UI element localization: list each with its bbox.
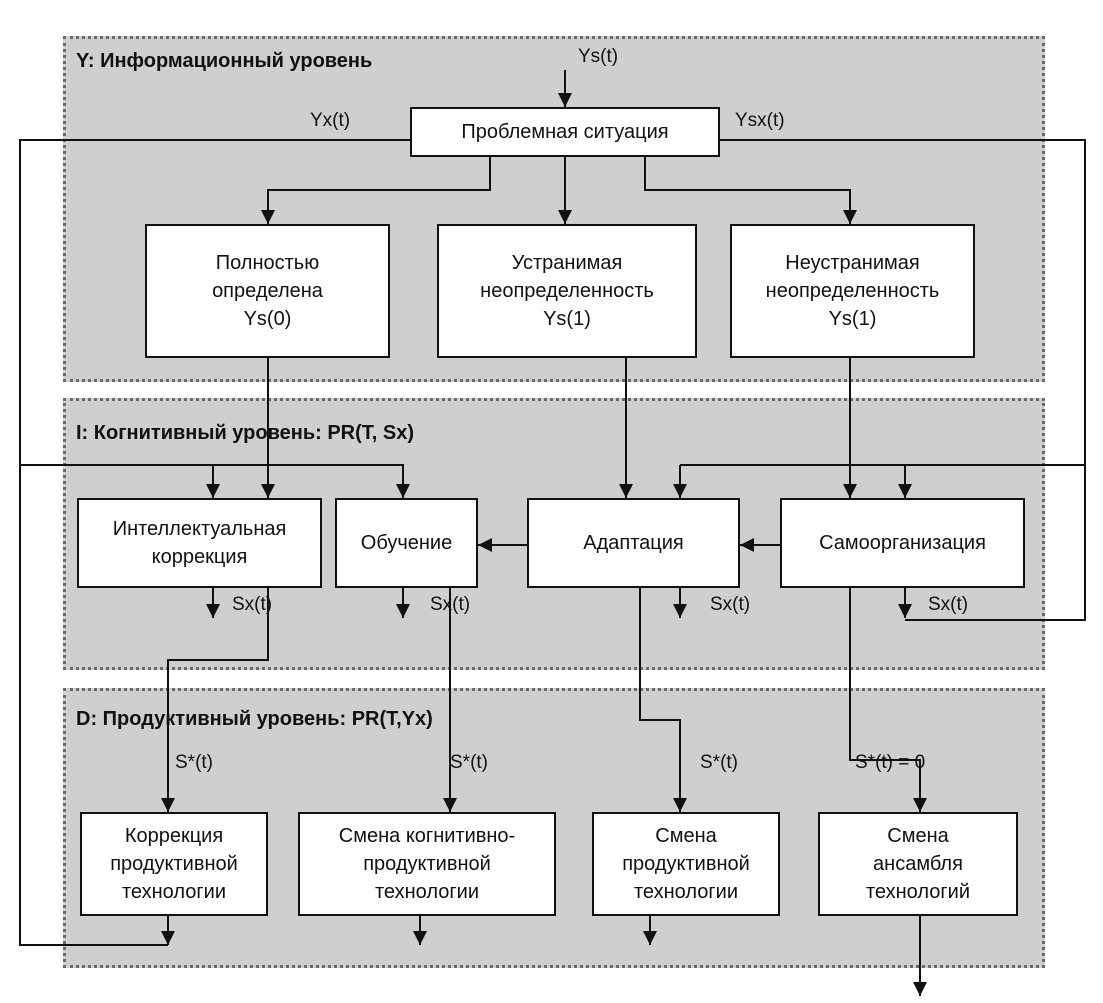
intellectual-correction-box: Интеллектуальная коррекция	[77, 498, 322, 588]
arrow-adaptation-to-change-productive	[639, 588, 687, 812]
removable-uncertainty-box: Устранимая неопределенность Ys(1)	[437, 224, 697, 358]
sx-label-learning: Sx(t)	[430, 594, 471, 615]
s-star-label-3: S*(t)	[700, 752, 738, 773]
arrow-problem-to-irremovable	[644, 157, 857, 224]
change-productive-tech-box: Смена продуктивной технологии	[592, 812, 780, 916]
sx-label-intellectual: Sx(t)	[232, 594, 273, 615]
productive-level-title: D: Продуктивный уровень: PR(T,Yx)	[76, 708, 433, 730]
ysx-label: Ysx(t)	[735, 110, 785, 131]
s-star-label-4: S*(t) = 0	[855, 752, 926, 773]
fully-defined-box: Полностью определена Ys(0)	[145, 224, 390, 358]
ysx-feedback-loop	[720, 139, 1086, 621]
irremovable-uncertainty-box: Неустранимая неопределенность Ys(1)	[730, 224, 975, 358]
correction-productive-tech-box: Коррекция продуктивной технологии	[80, 812, 268, 916]
problem-situation-box: Проблемная ситуация	[410, 107, 720, 157]
adaptation-box: Адаптация	[527, 498, 740, 588]
arrow-intellectual-to-correction	[161, 588, 269, 812]
ys-input-label: Ys(t)	[578, 46, 619, 67]
self-organization-box: Самоорганизация	[780, 498, 1025, 588]
cognitive-level-title: I: Когнитивный уровень: PR(T, Sx)	[76, 422, 415, 444]
sx-label-selforg: Sx(t)	[928, 594, 969, 615]
yx-label: Yx(t)	[310, 110, 351, 131]
yx-feedback-loop	[19, 139, 410, 946]
change-cognitive-productive-tech-box: Смена когнитивно- продуктивной технологи…	[298, 812, 556, 916]
sx-label-adaptation: Sx(t)	[710, 594, 751, 615]
s-star-label-2: S*(t)	[450, 752, 488, 773]
s-star-label-1: S*(t)	[175, 752, 213, 773]
arrow-selforg-to-change-ensemble	[849, 588, 927, 812]
change-tech-ensemble-box: Смена ансамбля технологий	[818, 812, 1018, 916]
informational-level-title: Y: Информационный уровень	[76, 50, 373, 72]
arrow-problem-to-fully-defined	[261, 157, 491, 224]
left-bus-to-learning	[20, 464, 410, 498]
learning-box: Обучение	[335, 498, 478, 588]
